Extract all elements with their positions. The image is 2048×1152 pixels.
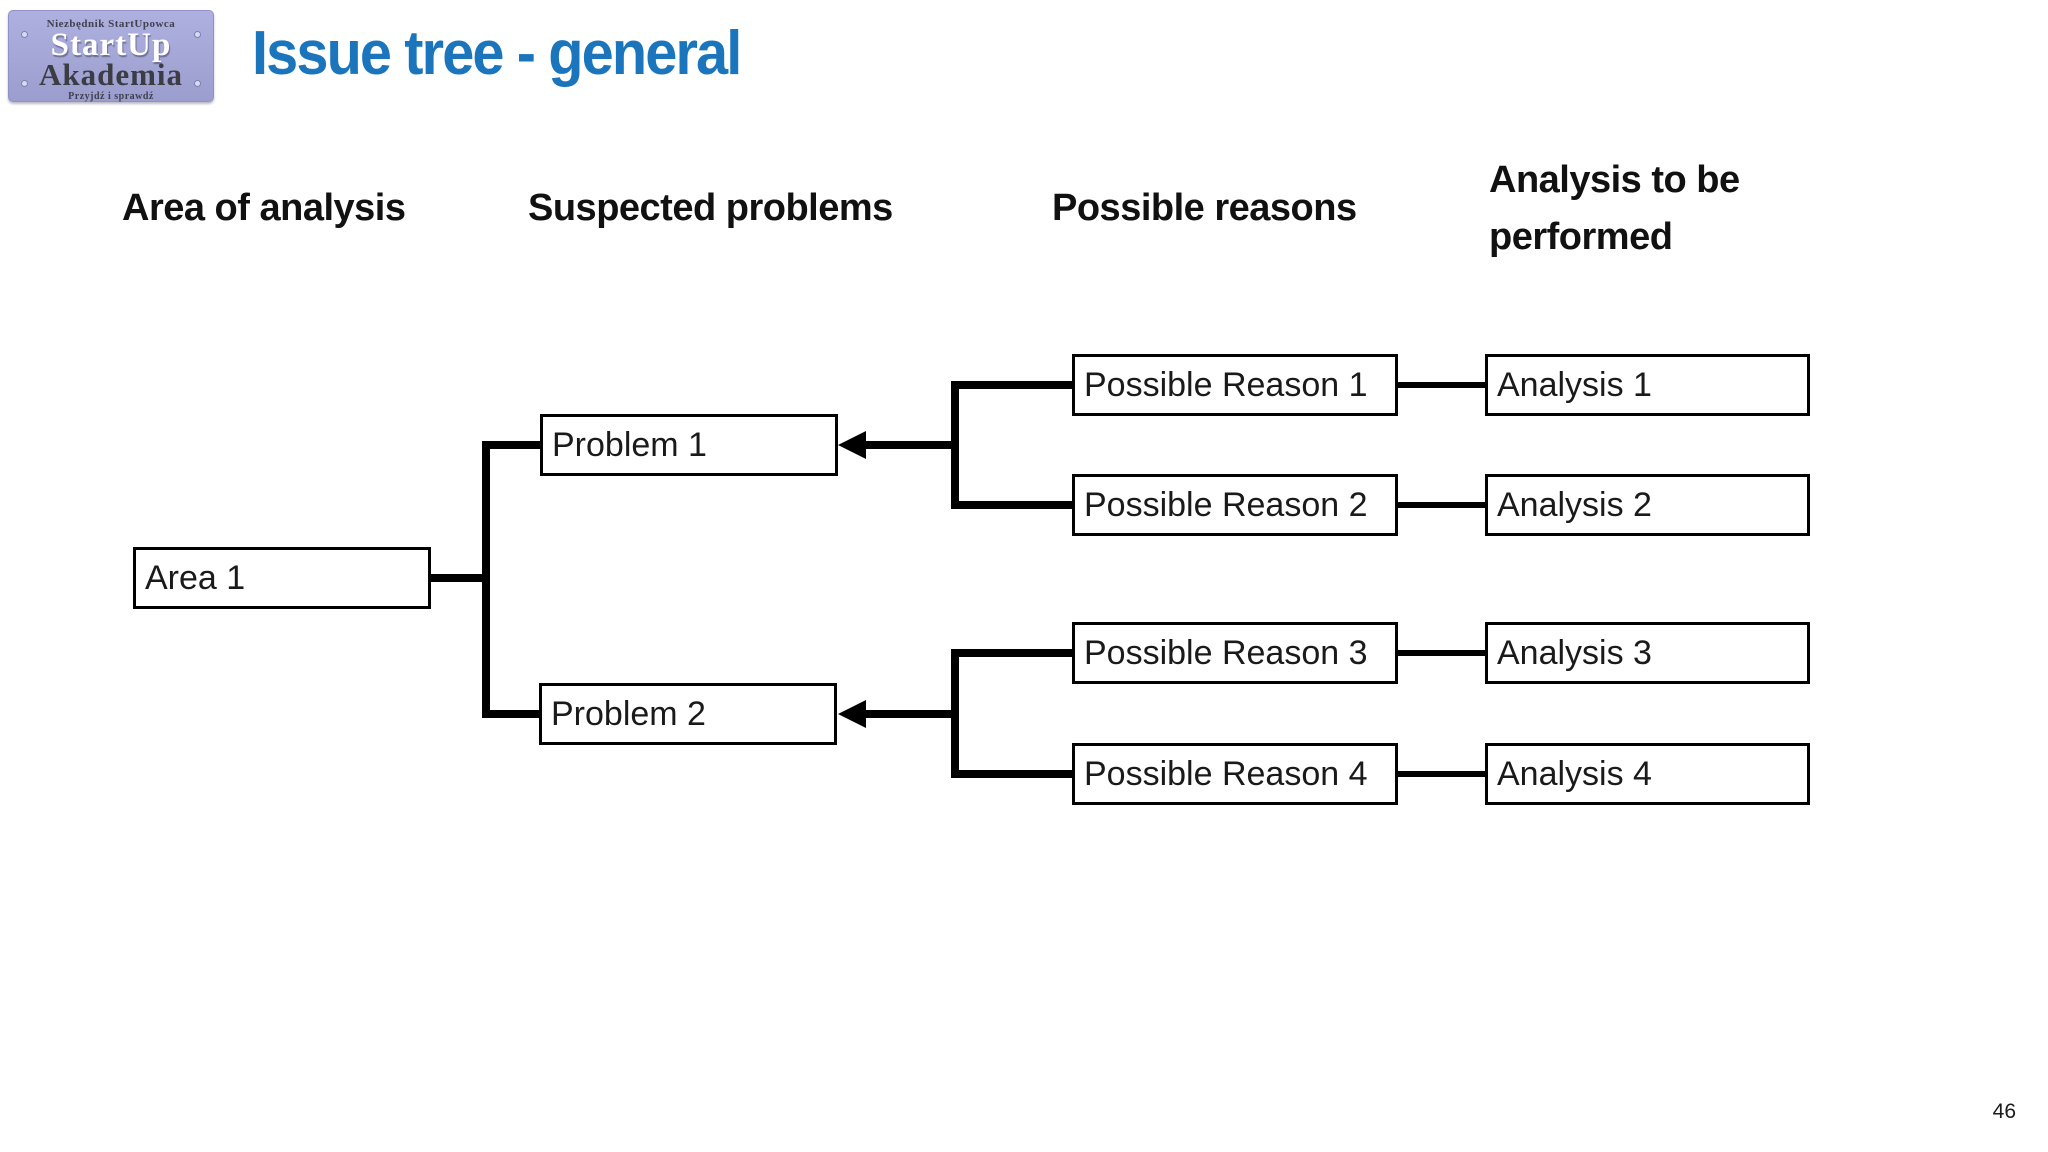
node-label: Problem 2 [551, 694, 706, 733]
arrowhead-left-icon [838, 700, 866, 728]
startup-akademia-logo: Niezbędnik StartUpowca StartUp Akademia … [8, 10, 214, 102]
node-box-problem-1: Problem 1 [540, 414, 838, 476]
screw-icon [194, 80, 201, 87]
node-label: Problem 1 [552, 425, 707, 464]
logo-wordmark-line2: Akademia [38, 57, 184, 92]
logo-wordmark-line1: StartUp [50, 27, 172, 63]
column-header-area-of-analysis: Area of analysis [122, 187, 406, 229]
node-label: Area 1 [145, 558, 246, 597]
node-label: Possible Reason 4 [1084, 754, 1368, 793]
node-box-possible-reason-3: Possible Reason 3 [1072, 622, 1398, 684]
screw-icon [21, 80, 28, 87]
page-title: Issue tree - general [252, 19, 742, 88]
node-box-analysis-2: Analysis 2 [1485, 474, 1810, 536]
node-box-problem-2: Problem 2 [539, 683, 837, 745]
logo-tagline-top: Niezbędnik StartUpowca [46, 18, 176, 30]
node-label: Analysis 1 [1497, 365, 1652, 404]
node-label: Analysis 3 [1497, 633, 1652, 672]
node-box-possible-reason-2: Possible Reason 2 [1072, 474, 1398, 536]
node-box-area-1: Area 1 [133, 547, 431, 609]
node-box-analysis-4: Analysis 4 [1485, 743, 1810, 805]
column-header-suspected-problems: Suspected problems [528, 187, 893, 229]
logo-tagline-bottom: Przyjdź i sprawdź [68, 91, 154, 102]
node-label: Possible Reason 1 [1084, 365, 1368, 404]
column-header-possible-reasons: Possible reasons [1052, 187, 1357, 229]
screw-icon [21, 31, 28, 38]
node-label: Analysis 4 [1497, 754, 1652, 793]
column-header-analysis-to-be-performed: Analysis to be performed [1489, 159, 1740, 258]
arrowhead-left-icon [838, 431, 866, 459]
node-label: Analysis 2 [1497, 485, 1652, 524]
node-label: Possible Reason 3 [1084, 633, 1368, 672]
page-number: 46 [1992, 1100, 2016, 1123]
screw-icon [194, 31, 201, 38]
node-box-analysis-3: Analysis 3 [1485, 622, 1810, 684]
node-label: Possible Reason 2 [1084, 485, 1368, 524]
node-box-analysis-1: Analysis 1 [1485, 354, 1810, 416]
node-box-possible-reason-4: Possible Reason 4 [1072, 743, 1398, 805]
node-box-possible-reason-1: Possible Reason 1 [1072, 354, 1398, 416]
